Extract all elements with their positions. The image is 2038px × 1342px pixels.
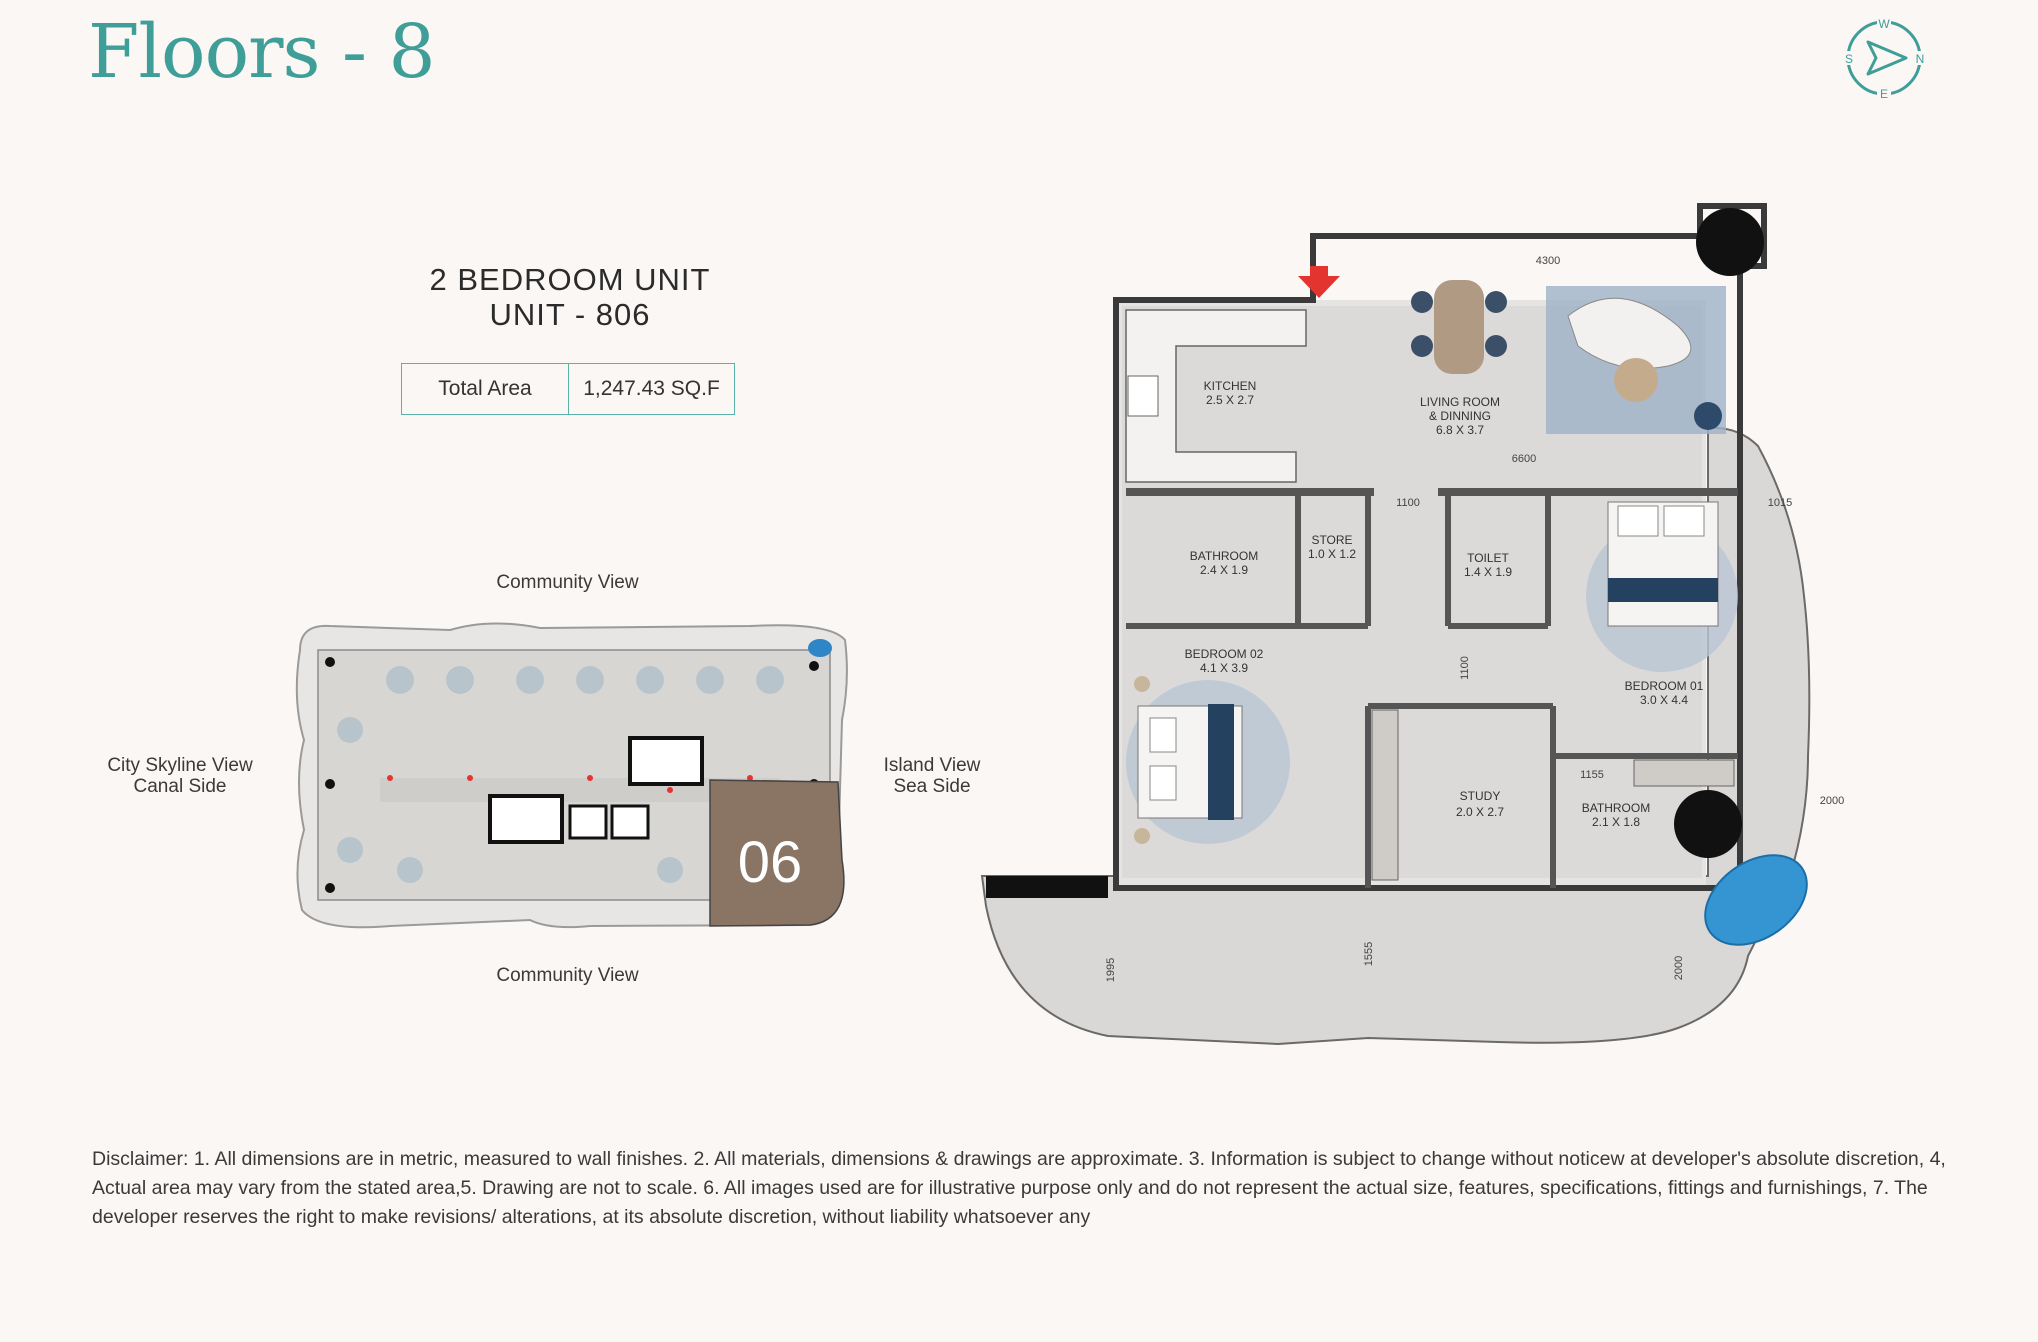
room-toilet-size: 1.4 X 1.9 <box>1464 565 1512 579</box>
compass-e: E <box>1880 87 1888 101</box>
room-study-size: 2.0 X 2.7 <box>1456 805 1504 819</box>
room-bathroom-left-name: BATHROOM <box>1190 549 1258 563</box>
dim-2000b: 2000 <box>1673 956 1685 980</box>
room-kitchen-name: KITCHEN <box>1204 379 1257 393</box>
unit-marker-label: 06 <box>738 830 803 895</box>
room-store-size: 1.0 X 1.2 <box>1308 547 1356 561</box>
view-label-right: Island View Sea Side <box>862 755 1002 797</box>
room-store-name: STORE <box>1311 533 1352 547</box>
room-bathroom-right-size: 2.1 X 1.8 <box>1592 815 1640 829</box>
compass-icon: W E S N <box>1842 16 1926 101</box>
dim-1100a: 1100 <box>1396 497 1420 509</box>
room-living-name2: & DINNING <box>1429 409 1491 423</box>
dim-1015: 1015 <box>1768 497 1792 509</box>
total-area-label: Total Area <box>402 364 569 414</box>
room-living-name1: LIVING ROOM <box>1420 395 1500 409</box>
dim-1155: 1155 <box>1580 769 1604 781</box>
disclaimer-text: Disclaimer: 1. All dimensions are in met… <box>92 1148 1946 1228</box>
dim-1100b: 1100 <box>1459 656 1471 680</box>
unit-heading: 2 BEDROOM UNIT UNIT - 806 <box>360 262 780 332</box>
room-bathroom-right-name: BATHROOM <box>1582 801 1650 815</box>
unit-type: 2 BEDROOM UNIT <box>429 262 711 297</box>
room-study-name: STUDY <box>1460 789 1501 803</box>
total-area-value: 1,247.43 SQ.F <box>583 377 720 400</box>
compass-n: N <box>1916 52 1925 66</box>
room-bedroom01-name: BEDROOM 01 <box>1625 679 1704 693</box>
room-living-size: 6.8 X 3.7 <box>1436 423 1484 437</box>
view-left-line2: Canal Side <box>133 776 227 797</box>
dim-6600: 6600 <box>1512 453 1536 465</box>
room-kitchen-size: 2.5 X 2.7 <box>1206 393 1254 407</box>
dim-1995: 1995 <box>1105 958 1117 982</box>
compass-w: W <box>1878 17 1890 31</box>
room-bedroom02-name: BEDROOM 02 <box>1185 647 1264 661</box>
unit-number: UNIT - 806 <box>489 297 651 332</box>
dim-4300: 4300 <box>1536 255 1560 267</box>
page-title: Floors - 8 <box>88 9 436 95</box>
room-bathroom-left-size: 2.4 X 1.9 <box>1200 563 1248 577</box>
view-label-bottom: Community View <box>496 965 639 986</box>
compass-s: S <box>1845 52 1853 66</box>
view-right-line1: Island View <box>883 755 981 776</box>
view-label-top: Community View <box>496 572 639 593</box>
room-bedroom02-size: 4.1 X 3.9 <box>1200 661 1248 675</box>
dim-1555: 1555 <box>1363 942 1375 966</box>
room-toilet-name: TOILET <box>1467 551 1509 565</box>
floor-key-plan: 06 <box>295 622 848 929</box>
unit-floor-plan: KITCHEN 2.5 X 2.7 LIVING ROOM & DINNING … <box>980 203 1844 1046</box>
dim-2000a: 2000 <box>1820 795 1844 807</box>
highlighted-unit <box>709 779 845 927</box>
room-bedroom01-size: 3.0 X 4.4 <box>1640 693 1688 707</box>
view-label-left: City Skyline View Canal Side <box>90 755 270 797</box>
view-left-line1: City Skyline View <box>107 755 253 776</box>
total-area-table: Total Area 1,247.43 SQ.F <box>401 363 735 415</box>
view-right-line2: Sea Side <box>893 776 971 797</box>
